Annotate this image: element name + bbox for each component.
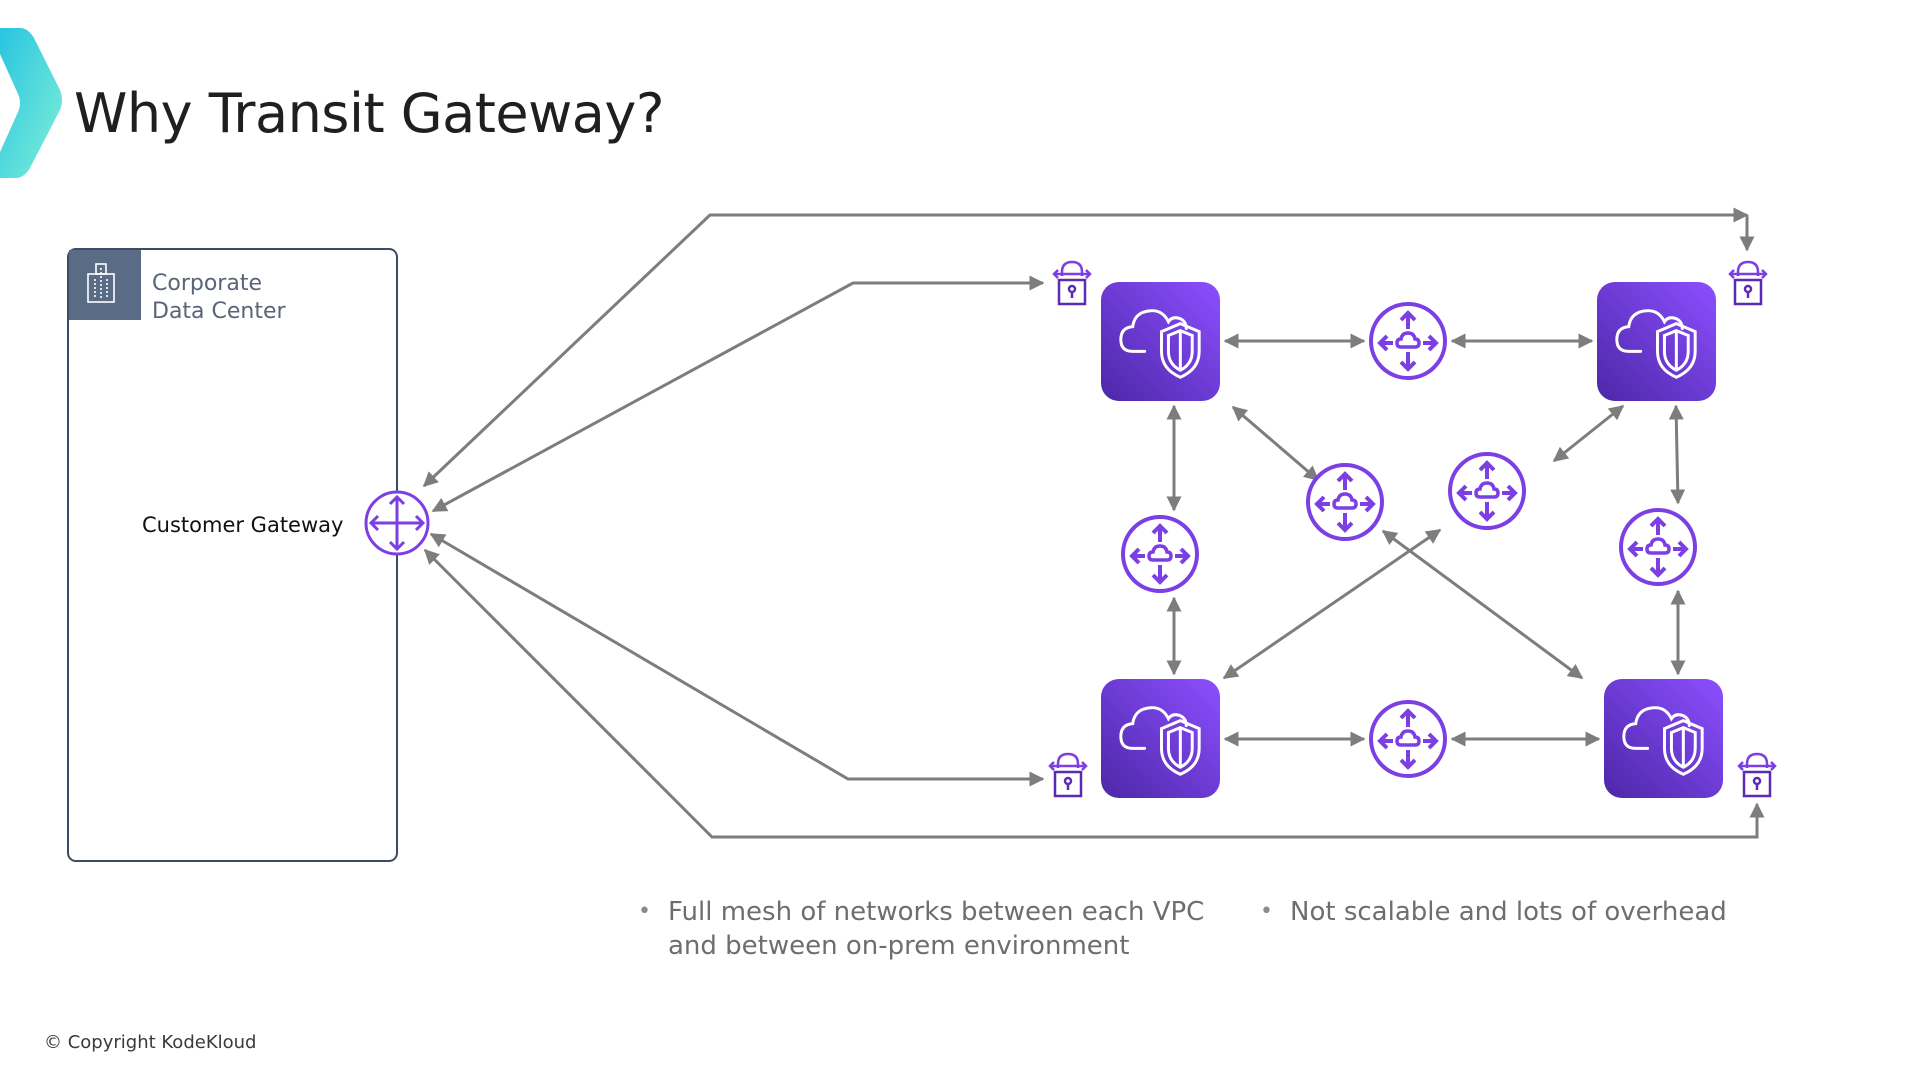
bullet-text: Full mesh of networks between each VPC a…: [638, 895, 1238, 963]
vpc-peering-router-icon-peering-center-left[interactable]: [1306, 463, 1384, 541]
vpc-cloud-shield-icon-vpc-bottom-left[interactable]: [1101, 679, 1220, 798]
building-icon: [87, 263, 115, 303]
datacenter-label-line1: Corporate: [152, 271, 262, 296]
vpc-peering-router-icon-peering-top[interactable]: [1369, 302, 1447, 380]
bullet-text: Not scalable and lots of overhead: [1260, 895, 1780, 929]
connection-customer-gateway-to-vpn-top-left: [431, 275, 1045, 513]
connection-customer-gateway-to-vpn-bottom-right: [423, 548, 1765, 839]
vpc-cloud-shield-icon-vpc-top-right[interactable]: [1597, 282, 1716, 401]
vpc-cloud-shield-icon-vpc-top-left[interactable]: [1101, 282, 1220, 401]
connection-customer-gateway-to-vpn-top-right: [422, 207, 1749, 488]
datacenter-header-tile: [69, 250, 141, 320]
kodekloud-chevron-logo: [0, 28, 62, 178]
copyright-footer: © Copyright KodeKloud: [44, 1032, 257, 1053]
connection-vpc-top-right-to-peering-center-right: [1552, 404, 1625, 463]
vpn-gateway-icon-vpn-top-left[interactable]: [1052, 260, 1092, 306]
nodes: [1048, 260, 1777, 798]
vpc-peering-router-icon-peering-left[interactable]: [1121, 515, 1199, 593]
vpc-cloud-shield-icon-vpc-bottom-right[interactable]: [1604, 679, 1723, 798]
corporate-data-center: Corporate Data Center: [67, 248, 398, 862]
vpc-peering-router-icon-peering-bottom[interactable]: [1369, 700, 1447, 778]
connection-peering-center-left-to-vpc-bottom-right: [1381, 529, 1584, 680]
connection-customer-gateway-to-vpn-bottom-left: [429, 532, 1045, 787]
connection-vpc-top-right-to-peering-right: [1668, 404, 1686, 505]
datacenter-label-line2: Data Center: [152, 299, 287, 324]
customer-gateway-router-icon[interactable]: [364, 490, 430, 556]
vpn-gateway-icon-vpn-bottom-right[interactable]: [1737, 752, 1777, 798]
vpc-peering-router-icon-peering-right[interactable]: [1619, 508, 1697, 586]
vpn-gateway-icon-vpn-top-right[interactable]: [1728, 260, 1768, 306]
bullet-not-scalable: Not scalable and lots of overhead: [1260, 895, 1780, 929]
connection-peering-center-right-to-vpc-bottom-left: [1222, 528, 1442, 680]
slide-title: Why Transit Gateway?: [74, 82, 665, 145]
customer-gateway-label: Customer Gateway: [142, 513, 343, 537]
connections: [422, 207, 1765, 839]
bullet-full-mesh: Full mesh of networks between each VPC a…: [638, 895, 1238, 963]
vpn-gateway-icon-vpn-bottom-left[interactable]: [1048, 752, 1088, 798]
connection-vpc-top-left-to-peering-center-left: [1231, 405, 1320, 482]
vpc-peering-router-icon-peering-center-right[interactable]: [1448, 452, 1526, 530]
